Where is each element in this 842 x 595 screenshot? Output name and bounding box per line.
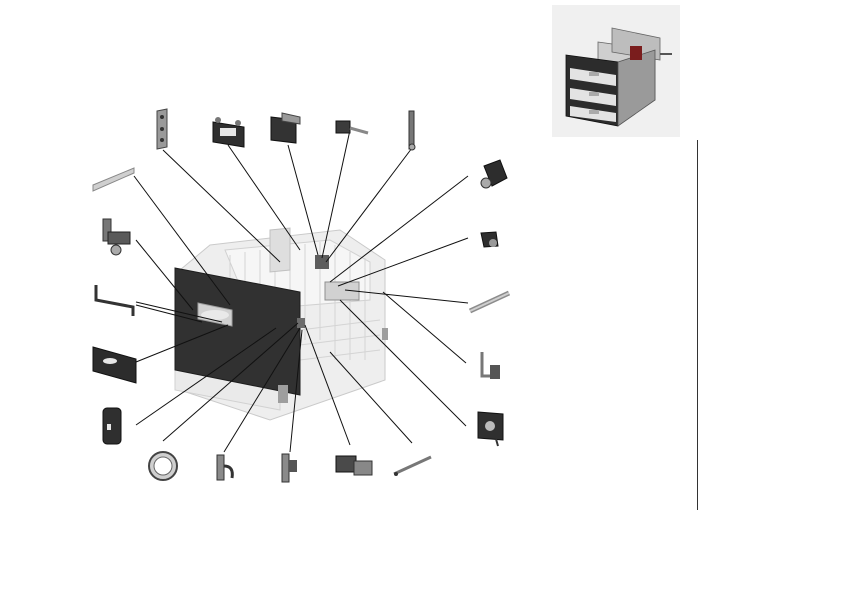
central-assembly: [174, 227, 388, 421]
part-rail-top-left: [92, 167, 135, 192]
part-board-bracket: [477, 411, 504, 447]
part-gear-bracket: [480, 231, 499, 248]
part-shaft: [468, 290, 511, 314]
part-front-panel: [92, 346, 137, 384]
part-rod-bottom: [393, 455, 432, 476]
part-rod-vertical: [408, 110, 416, 151]
part-mount-plate: [212, 117, 245, 148]
part-ring-gear: [148, 451, 178, 481]
part-hook-bracket: [216, 454, 234, 481]
part-latch-assembly: [102, 218, 131, 256]
assembled-unit-inset: [565, 27, 672, 127]
part-sensor-cover: [270, 112, 301, 144]
part-left-bracket-top: [156, 108, 168, 150]
part-motor: [480, 159, 508, 189]
part-guide-rail: [94, 285, 135, 316]
part-solenoid-bottom: [335, 455, 373, 476]
part-solenoid-small: [335, 120, 369, 135]
part-stopper: [102, 407, 122, 445]
vertical-divider-line: [697, 140, 698, 510]
part-hinge-bracket: [281, 453, 297, 483]
part-hook-bracket-right: [480, 352, 500, 379]
leader-lines: [133, 129, 469, 453]
